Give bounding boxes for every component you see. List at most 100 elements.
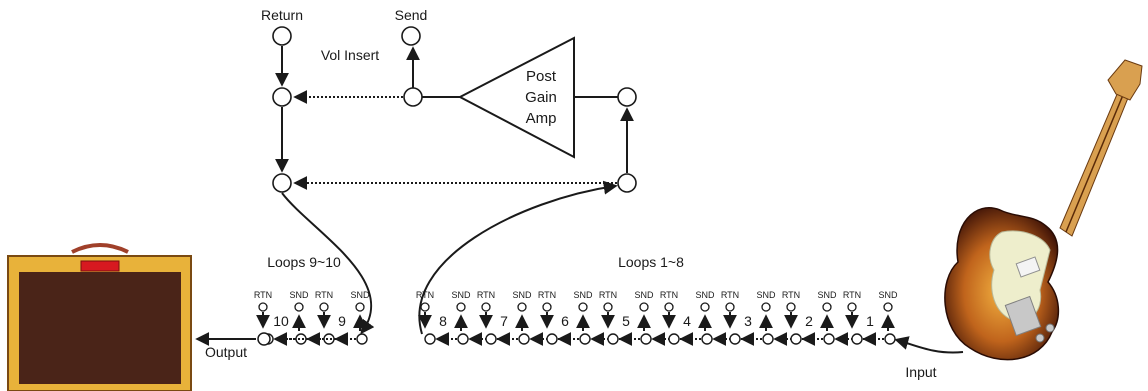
input-arrow bbox=[894, 336, 964, 354]
rtn-jack bbox=[847, 302, 857, 312]
snd-jack bbox=[578, 302, 588, 312]
amp-label-post: Post bbox=[526, 68, 557, 85]
chain-node bbox=[323, 333, 335, 345]
loop-number: 4 bbox=[683, 313, 691, 329]
snd-jack bbox=[456, 302, 466, 312]
return-mix-node bbox=[272, 87, 292, 107]
chain-node bbox=[295, 333, 307, 345]
post-gain-amp-triangle bbox=[457, 36, 575, 159]
chain-node bbox=[424, 333, 436, 345]
snd-jack bbox=[700, 302, 710, 312]
rtn-jack bbox=[725, 302, 735, 312]
snd-jack bbox=[761, 302, 771, 312]
chain-node bbox=[762, 333, 774, 345]
send-label: Send bbox=[395, 7, 428, 23]
loop-out-node bbox=[272, 173, 292, 193]
snd-label: SND bbox=[695, 290, 715, 300]
snd-jack bbox=[294, 302, 304, 312]
snd-label: SND bbox=[350, 290, 370, 300]
chain-node bbox=[823, 333, 835, 345]
curve-from-loop8 bbox=[418, 180, 618, 335]
rtn-label: RTN bbox=[477, 290, 495, 300]
chain-node bbox=[884, 333, 896, 345]
snd-jack bbox=[639, 302, 649, 312]
routing-block: Return Send Vol Insert Post Gain Amp bbox=[261, 7, 637, 335]
chain-node bbox=[607, 333, 619, 345]
rtn-jack bbox=[481, 302, 491, 312]
guitar-knob bbox=[1035, 333, 1045, 343]
chain-node bbox=[546, 333, 558, 345]
snd-jack bbox=[517, 302, 527, 312]
snd-label: SND bbox=[451, 290, 471, 300]
rtn-label: RTN bbox=[416, 290, 434, 300]
curve-to-loop9 bbox=[281, 192, 375, 335]
loop-number: 6 bbox=[561, 313, 569, 329]
amp-label-gain: Gain bbox=[525, 89, 557, 106]
loop-in-node bbox=[617, 173, 637, 193]
loop-number: 5 bbox=[622, 313, 630, 329]
amplifier-illustration bbox=[7, 243, 192, 391]
loop-number: 7 bbox=[500, 313, 508, 329]
loop-number: 10 bbox=[273, 313, 289, 329]
snd-jack bbox=[355, 302, 365, 312]
guitar-pickup bbox=[1015, 256, 1041, 278]
amp-output-node bbox=[617, 87, 637, 107]
snd-jack bbox=[883, 302, 893, 312]
chain-node bbox=[640, 333, 652, 345]
output-jack bbox=[257, 332, 271, 346]
rtn-label: RTN bbox=[721, 290, 739, 300]
rtn-jack bbox=[664, 302, 674, 312]
chain-node bbox=[356, 333, 368, 345]
rtn-label: RTN bbox=[599, 290, 617, 300]
guitar-bridge bbox=[1004, 295, 1042, 337]
loop-number: 1 bbox=[866, 313, 874, 329]
input-label: Input bbox=[905, 364, 936, 380]
rtn-jack bbox=[258, 302, 268, 312]
snd-label: SND bbox=[634, 290, 654, 300]
snd-label: SND bbox=[289, 290, 309, 300]
rtn-label: RTN bbox=[660, 290, 678, 300]
snd-label: SND bbox=[512, 290, 532, 300]
fretboard-line bbox=[1065, 94, 1124, 233]
chain-node bbox=[701, 333, 713, 345]
send-jack bbox=[401, 26, 421, 46]
loops-9-10-label: Loops 9~10 bbox=[267, 254, 341, 270]
return-label: Return bbox=[261, 7, 303, 23]
rtn-jack bbox=[319, 302, 329, 312]
amp-label-amp: Amp bbox=[526, 110, 557, 127]
snd-label: SND bbox=[817, 290, 837, 300]
loop-number: 9 bbox=[338, 313, 346, 329]
chain-node bbox=[668, 333, 680, 345]
chain-node bbox=[457, 333, 469, 345]
rtn-jack bbox=[420, 302, 430, 312]
chain-node bbox=[790, 333, 802, 345]
chain-node bbox=[851, 333, 863, 345]
loop-number: 3 bbox=[744, 313, 752, 329]
rtn-label: RTN bbox=[782, 290, 800, 300]
vol-insert-node bbox=[403, 87, 423, 107]
loops-1-8-label: Loops 1~8 bbox=[618, 254, 684, 270]
loops-9-10-chain: RTN SND 10 RTN SND 9 bbox=[254, 290, 370, 346]
rtn-jack bbox=[603, 302, 613, 312]
snd-label: SND bbox=[878, 290, 898, 300]
amp-grille bbox=[19, 272, 181, 384]
vol-insert-label: Vol Insert bbox=[321, 47, 379, 63]
chain-node bbox=[485, 333, 497, 345]
rtn-label: RTN bbox=[843, 290, 861, 300]
output-label: Output bbox=[205, 344, 247, 360]
guitar-knob bbox=[1045, 323, 1055, 333]
rtn-jack bbox=[786, 302, 796, 312]
loop-number: 2 bbox=[805, 313, 813, 329]
rtn-label: RTN bbox=[315, 290, 333, 300]
chain-node bbox=[729, 333, 741, 345]
guitar-illustration bbox=[944, 59, 1143, 361]
rtn-label: RTN bbox=[254, 290, 272, 300]
snd-label: SND bbox=[756, 290, 776, 300]
amp-handle bbox=[71, 243, 129, 254]
amp-badge bbox=[80, 260, 120, 272]
return-jack bbox=[272, 26, 292, 46]
chain-node bbox=[579, 333, 591, 345]
rtn-label: RTN bbox=[538, 290, 556, 300]
chain-node bbox=[518, 333, 530, 345]
